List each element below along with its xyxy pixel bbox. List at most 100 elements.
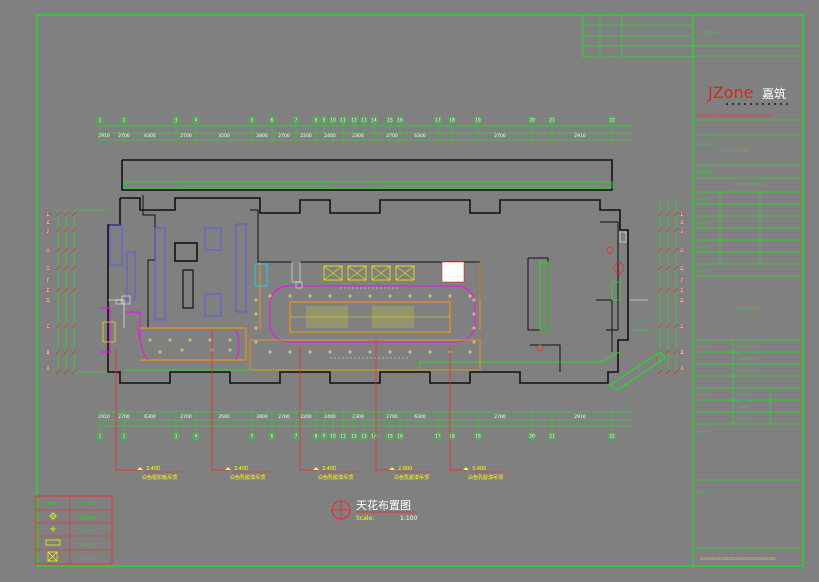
level-label: 白色乳胶漆吊顶 [394,474,429,481]
level-label: 白色铝扣板吊顶 [142,474,177,481]
axis-label: 8 [315,434,318,439]
dimension-text: 2910 [98,414,110,420]
downlight-icon [472,326,476,330]
scale-label: Scale: [356,515,374,522]
axis-label: 12 [351,434,357,439]
dimension-text: 2910 [574,414,586,420]
level-value: 3.400 [146,466,160,472]
svg-text:▭▭▭: ▭▭▭ [80,542,94,548]
dimension-text: 2400 [324,133,336,139]
axis-label: 5 [251,118,254,123]
downlight-icon [158,350,162,354]
svg-text:▭▭▭▭▭▭▭▭▭▭▭▭▭▭▭▭: ▭▭▭▭▭▭▭▭▭▭▭▭▭▭▭▭ [700,556,776,562]
logo-text-secondary: 嘉筑 [762,86,786,101]
downlight-icon [388,350,392,354]
axis-label: 7 [295,434,298,439]
axis-label: 20 [529,434,535,439]
title-block-rows [693,45,803,549]
downlight-icon [228,348,232,352]
svg-text:▭▭: ▭▭ [46,501,56,507]
dimension-text: 2200 [300,133,312,139]
svg-text:▭▭▭: ▭▭▭ [740,368,754,374]
axis-label: 14 [371,434,377,439]
downlight-icon [448,294,452,298]
title-block-text: ▭▭▭▭ ▭▭▭▭▭▭▭▭▭▭▭▭▭▭▭▭ ▭▭▭ ▭▭▭▭▭▭ ▭▭▭ ▭▭▭… [696,30,776,562]
axis-label: 21 [549,118,555,123]
dimension-text: 2300 [352,414,364,420]
svg-text:▭▭: ▭▭ [698,197,708,203]
downlight-icon [468,350,472,354]
downlight-icon [254,298,258,302]
top-dimension-lines [100,125,632,141]
axis-label: J [680,228,682,234]
left-dimension-lines [57,209,110,373]
downlight-icon [168,338,172,342]
axis-label: C [680,324,683,330]
svg-text:▭▭: ▭▭ [698,392,708,398]
svg-text:▭▭▭: ▭▭▭ [740,344,754,350]
dimension-text: 3500 [218,133,230,139]
dimension-text: 2700 [386,414,398,420]
axis-label: 14 [371,118,377,123]
building-walls [107,159,629,384]
downlight-icon [388,294,392,298]
scale-value: 1:100 [400,515,417,522]
downlight-icon [408,350,412,354]
axis-label: 21 [549,434,555,439]
level-value: 3.400 [322,466,336,472]
dimension-text: 2800 [256,414,268,420]
downlight-icon [254,340,258,344]
dimension-text: 2700 [386,133,398,139]
axis-label: 2 [123,118,126,123]
axis-label: 6 [271,434,274,439]
svg-text:▭▭▭▭▭▭: ▭▭▭▭▭▭ [720,148,749,154]
axis-label: F [681,278,684,284]
level-leaders [115,330,466,471]
dimension-text: 2700 [180,133,192,139]
axis-label: 22 [609,434,615,439]
axis-label: 16 [397,118,403,123]
downlight-icon [208,338,212,342]
downlight-icon [408,294,412,298]
axis-label: E [681,288,684,294]
downlight-icon [268,350,272,354]
axis-label: 10 [330,434,336,439]
axis-label: E [47,288,50,294]
level-label: 白色乳胶漆吊顶 [318,474,353,481]
svg-text:▭▭: ▭▭ [740,404,750,410]
dimension-text: 6300 [144,414,156,420]
bottom-dimension-lines [100,411,632,427]
axis-label: A [46,366,50,372]
svg-text:▭▭▭: ▭▭▭ [740,356,754,362]
axis-label: 12 [351,118,357,123]
axis-label: 1 [99,434,102,439]
panel-light-icon [47,551,58,562]
axis-label: C [46,324,49,330]
axis-label: 13 [361,434,367,439]
dimension-text: 2800 [256,133,268,139]
axis-label: 17 [435,118,441,123]
downlight-icon [328,350,332,354]
dimension-text: 2400 [324,414,336,420]
level-label: 白色乳胶漆吊顶 [468,474,503,481]
axis-label: 7 [295,118,298,123]
downlight-icon [268,294,272,298]
axis-label: 19 [475,118,481,123]
axis-label: 22 [609,118,615,123]
axis-label: 9 [323,118,326,123]
svg-text:▭▭: ▭▭ [698,221,708,227]
axis-label: L [681,212,684,218]
axis-label: 5 [251,434,254,439]
sheet-border [36,14,804,567]
ceiling-level-tags: 3.400白色铝扣板吊顶3.400白色乳胶漆吊顶3.400白色乳胶漆吊顶2.90… [137,466,508,481]
right-dimension-lines [659,200,677,372]
level-value: 2.900 [398,466,412,472]
axis-label: H [680,248,683,254]
svg-text:▭▭▭▭: ▭▭▭▭ [78,515,97,521]
svg-text:▭▭: ▭▭ [740,392,750,398]
svg-text:▭▭▭▭▭▭▭▭▭▭▭▭▭▭▭▭: ▭▭▭▭▭▭▭▭▭▭▭▭▭▭▭▭ [696,113,772,119]
